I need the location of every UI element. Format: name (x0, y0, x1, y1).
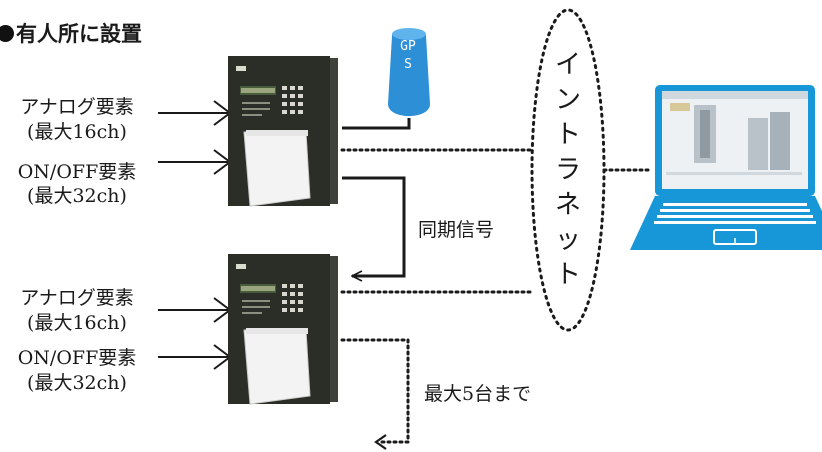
page-title: 有人所に設置 (0, 18, 142, 48)
gps-antenna-icon (342, 28, 430, 130)
analog-input-label-bottom: アナログ要素 (20, 287, 134, 309)
intranet-label: イントラネット (554, 50, 581, 290)
onoff-input-label-bottom: ON/OFF要素 (17, 347, 137, 369)
max-units-label: 最大5台まで (424, 383, 532, 405)
analog-max-label-bottom: (最大16ch) (27, 312, 127, 334)
analog-input-label-top: アナログ要素 (20, 96, 134, 118)
expansion-arrow-head (374, 434, 387, 450)
recorder-icon (228, 254, 338, 405)
gps-label: GPS (400, 39, 416, 72)
network-links (340, 148, 650, 444)
analog-max-label-top: (最大16ch) (27, 121, 127, 143)
sync-signal-label: 同期信号 (418, 219, 495, 241)
input-arrows-bottom (158, 297, 232, 370)
bullet-icon (0, 25, 14, 42)
laptop-icon (630, 85, 822, 250)
onoff-max-label-bottom: (最大32ch) (27, 372, 127, 394)
recorder-icon (228, 56, 338, 207)
sync-signal-arrow (342, 176, 406, 276)
onoff-max-label-top: (最大32ch) (27, 185, 127, 207)
onoff-input-label-top: ON/OFF要素 (17, 161, 137, 183)
input-arrows-top (158, 100, 232, 175)
